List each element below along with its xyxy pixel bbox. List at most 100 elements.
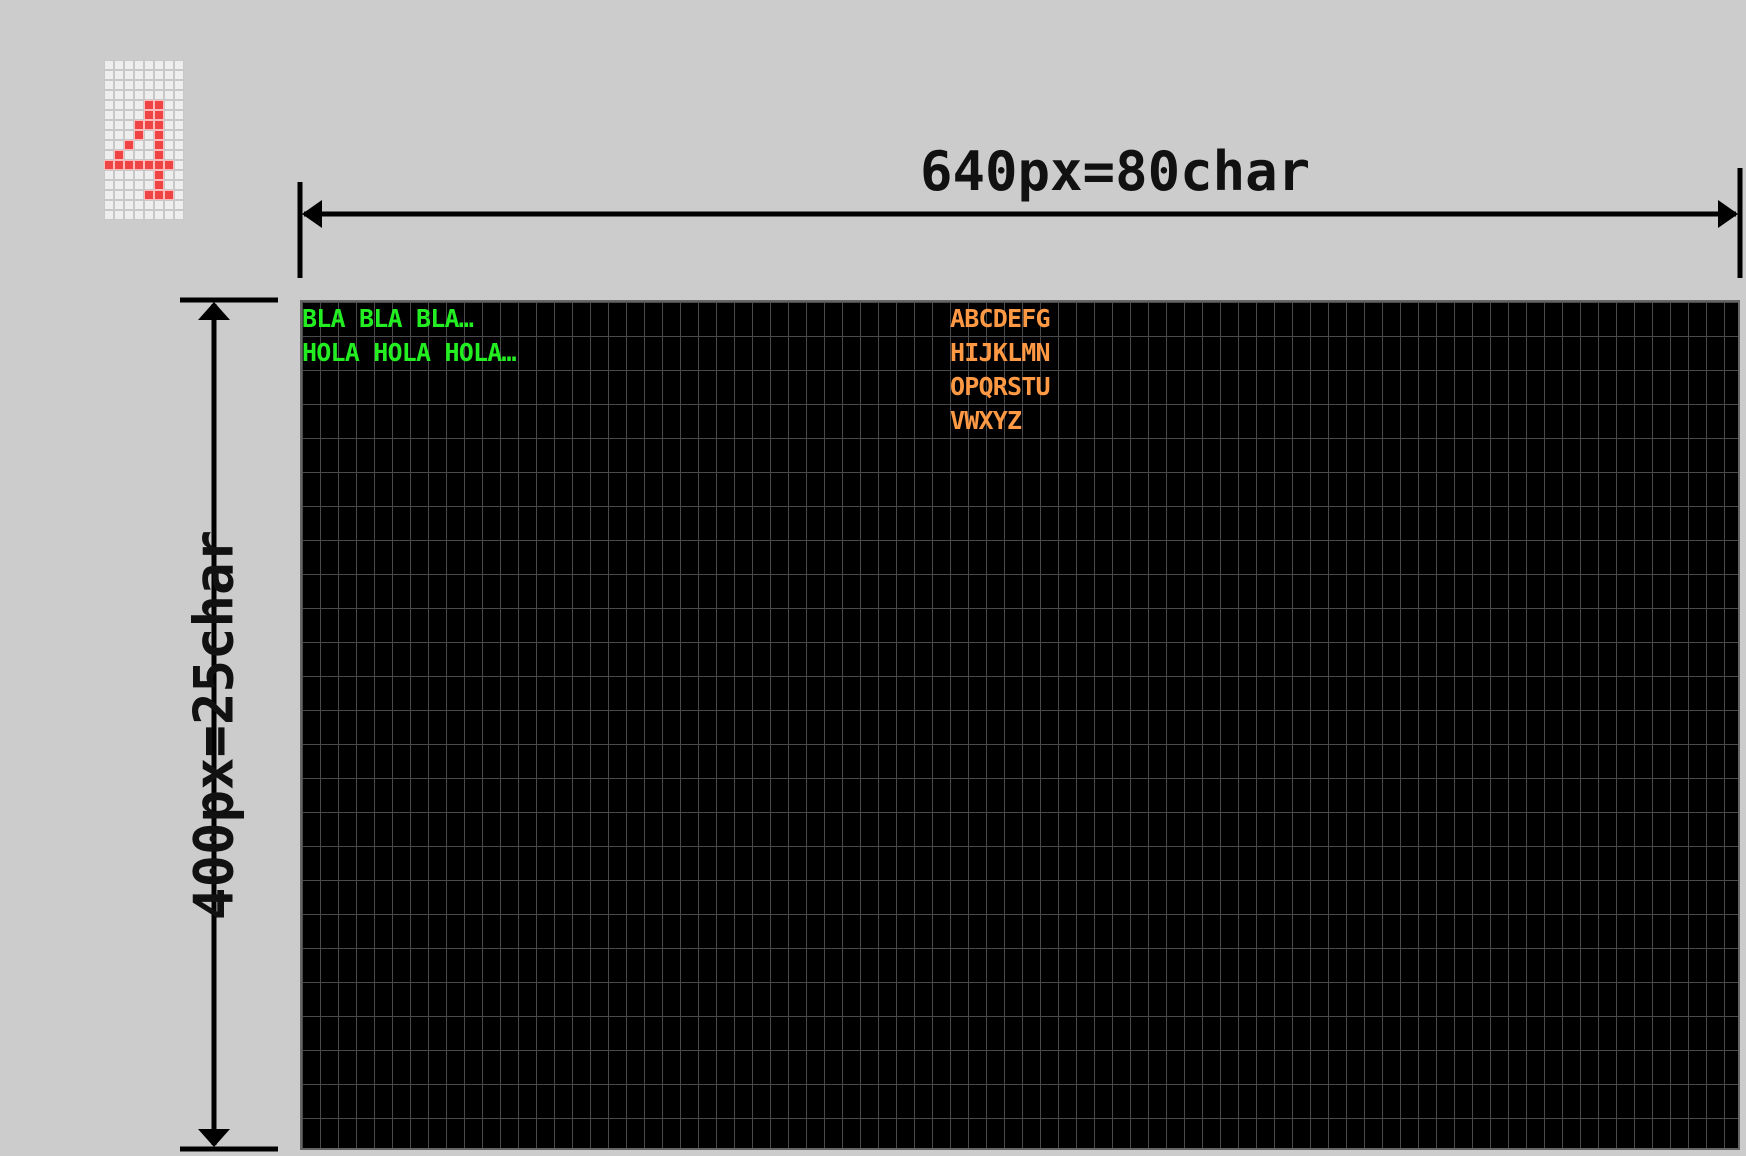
glyph-pixel-off — [104, 110, 114, 120]
glyph-pixel-off — [124, 130, 134, 140]
glyph-pixel-off — [104, 200, 114, 210]
glyph-pixel-off — [174, 210, 184, 220]
screen-line-green: HOLA HOLA HOLA… — [302, 338, 517, 367]
glyph-pixel-off — [114, 170, 124, 180]
glyph-pixel-off — [134, 210, 144, 220]
glyph-pixel-off — [174, 150, 184, 160]
glyph-pixel-on — [164, 190, 174, 200]
glyph-pixel-off — [124, 60, 134, 70]
glyph-pixel-on — [124, 160, 134, 170]
glyph-pixel-off — [144, 80, 154, 90]
glyph-pixel-on — [154, 140, 164, 150]
glyph-pixel-off — [144, 150, 154, 160]
glyph-pixel-off — [114, 120, 124, 130]
glyph-pixel-on — [154, 120, 164, 130]
glyph-pixel-off — [134, 140, 144, 150]
glyph-pixel-on — [154, 110, 164, 120]
glyph-pixel-off — [154, 70, 164, 80]
glyph-pixel-off — [114, 110, 124, 120]
glyph-pixel-on — [134, 120, 144, 130]
glyph-pixel-off — [104, 130, 114, 140]
glyph-pixel-off — [124, 190, 134, 200]
glyph-pixel-off — [134, 80, 144, 90]
glyph-pixel-off — [174, 140, 184, 150]
glyph-pixel-on — [144, 190, 154, 200]
glyph-pixel-off — [114, 80, 124, 90]
glyph-pixel-off — [104, 90, 114, 100]
glyph-pixel-off — [124, 70, 134, 80]
glyph-pixel-off — [104, 70, 114, 80]
glyph-pixel-off — [114, 90, 124, 100]
glyph-pixel-off — [174, 80, 184, 90]
glyph-pixel-off — [174, 170, 184, 180]
screen-line-green: BLA BLA BLA… — [302, 304, 474, 333]
glyph-pixel-on — [154, 190, 164, 200]
glyph-pixel-off — [164, 80, 174, 90]
glyph-pixel-off — [124, 80, 134, 90]
glyph-pixel-off — [124, 180, 134, 190]
glyph-pixel-off — [164, 170, 174, 180]
glyph-pixel-off — [174, 200, 184, 210]
glyph-pixel-on — [114, 150, 124, 160]
glyph-pixel-off — [134, 100, 144, 110]
glyph-pixel-off — [144, 130, 154, 140]
glyph-pixel-off — [124, 90, 134, 100]
screen-line-orange: ABCDEFG — [950, 304, 1051, 333]
glyph-pixel-on — [134, 160, 144, 170]
glyph-pixel-off — [134, 70, 144, 80]
glyph-pixel-off — [174, 70, 184, 80]
glyph-pixel-off — [124, 150, 134, 160]
glyph-pixel-off — [124, 100, 134, 110]
glyph-pixel-off — [164, 90, 174, 100]
glyph-pixel-off — [134, 170, 144, 180]
glyph-pixel-off — [144, 170, 154, 180]
glyph-pixel-off — [164, 60, 174, 70]
glyph-pixel-off — [174, 110, 184, 120]
glyph-pixel-off — [114, 130, 124, 140]
glyph-pixel-off — [164, 210, 174, 220]
glyph-pixel-off — [164, 120, 174, 130]
glyph-pixel-off — [134, 150, 144, 160]
glyph-pixel-off — [164, 180, 174, 190]
glyph-pixel-off — [124, 110, 134, 120]
glyph-pixel-off — [144, 70, 154, 80]
glyph-pixel-off — [114, 60, 124, 70]
glyph-pixel-off — [174, 90, 184, 100]
glyph-pixel-off — [174, 60, 184, 70]
glyph-pixel-off — [164, 200, 174, 210]
glyph-pixel-off — [114, 180, 124, 190]
glyph-pixel-off — [104, 80, 114, 90]
glyph-pixel-off — [134, 110, 144, 120]
glyph-pixel-off — [104, 120, 114, 130]
glyph-pixel-on — [144, 110, 154, 120]
glyph-pixel-off — [104, 150, 114, 160]
glyph-pixel-off — [164, 140, 174, 150]
glyph-pixel-off — [164, 110, 174, 120]
glyph-pixel-off — [104, 210, 114, 220]
glyph-pixel-off — [134, 190, 144, 200]
glyph-pixel-off — [114, 70, 124, 80]
glyph-pixel-off — [144, 210, 154, 220]
glyph-pixel-off — [104, 170, 114, 180]
glyph-pixel-on — [134, 130, 144, 140]
glyph-pixel-on — [154, 160, 164, 170]
glyph-pixel-on — [124, 140, 134, 150]
glyph-pixel-off — [174, 160, 184, 170]
glyph-pixel-on — [104, 160, 114, 170]
glyph-pixel-off — [104, 180, 114, 190]
glyph-pixel-off — [114, 140, 124, 150]
glyph-pixel-off — [154, 60, 164, 70]
character-cell-glyph — [104, 60, 184, 220]
glyph-pixel-on — [154, 170, 164, 180]
glyph-pixel-off — [154, 80, 164, 90]
glyph-pixel-off — [114, 100, 124, 110]
glyph-pixel-off — [124, 170, 134, 180]
glyph-pixel-off — [134, 90, 144, 100]
width-label: 640px=80char — [920, 140, 1311, 203]
glyph-pixel-off — [134, 60, 144, 70]
glyph-pixel-off — [164, 130, 174, 140]
width-dimension-line — [297, 168, 1743, 278]
glyph-pixel-on — [154, 180, 164, 190]
glyph-pixel-on — [154, 150, 164, 160]
glyph-pixel-off — [154, 210, 164, 220]
